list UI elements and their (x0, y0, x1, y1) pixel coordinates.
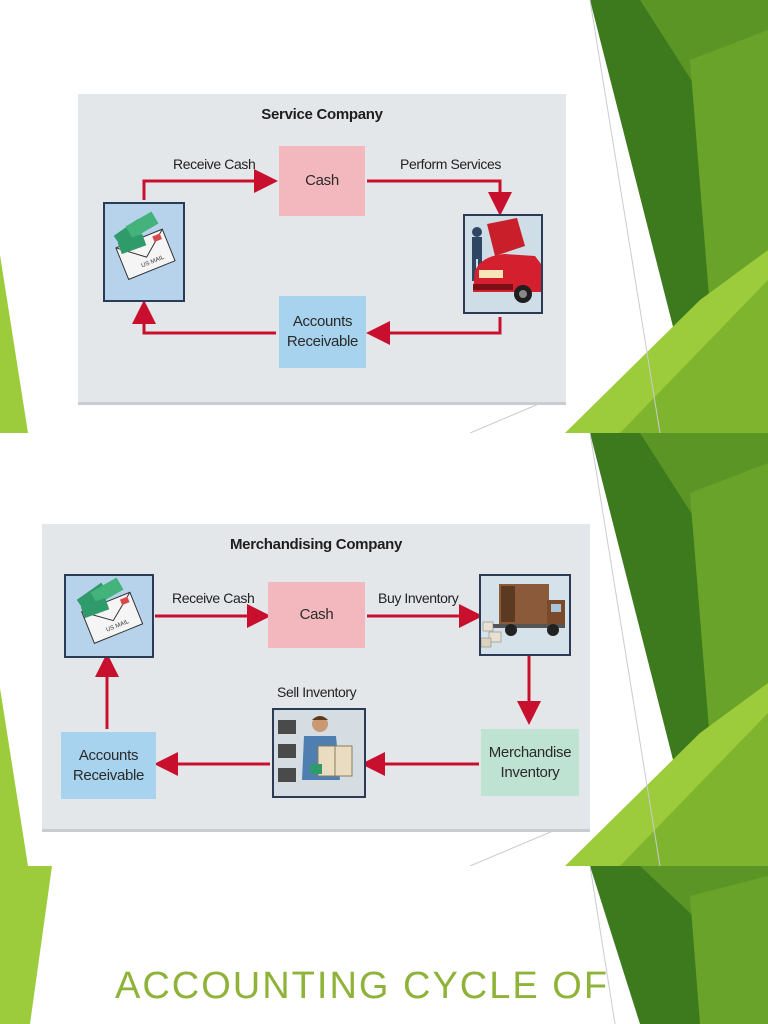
buy-inventory-label: Buy Inventory (378, 590, 459, 606)
delivery-truck-icon (479, 574, 571, 656)
accounts-receivable-line1: Accounts (78, 746, 139, 764)
receive-cash-label: Receive Cash (173, 156, 256, 172)
service-flow-arrows (132, 169, 512, 345)
merchandise-inventory-line2: Inventory (500, 763, 560, 781)
worker-box-icon (272, 708, 366, 798)
receive-cash-label: Receive Cash (172, 590, 255, 606)
merchandise-inventory-line1: Merchandise (488, 743, 572, 761)
slide-decoration (0, 0, 768, 433)
panel-title: Merchandising Company (229, 536, 403, 553)
accounts-receivable-box: Accounts Receivable (279, 296, 366, 368)
mechanic-car-icon (463, 214, 543, 314)
cash-box: Cash (268, 582, 365, 648)
accounts-receivable-line1: Accounts (292, 313, 353, 330)
cash-label: Cash (299, 606, 334, 623)
slide-decoration (0, 866, 768, 1024)
envelope-cash-icon: US MAIL (103, 202, 185, 302)
slide-merchandising: Merchandising Company Receive Cash Buy I… (0, 433, 768, 866)
merchandise-inventory-box: Merchandise Inventory (481, 729, 579, 796)
cash-label: Cash (305, 172, 339, 189)
cash-box: Cash (279, 146, 365, 216)
slide-service: Service Company Receive Cash Perform Ser… (0, 0, 768, 433)
sell-inventory-label: Sell Inventory (277, 684, 357, 700)
service-diagram-panel: Service Company Receive Cash Perform Ser… (78, 94, 566, 405)
merchandising-diagram-panel: Merchandising Company Receive Cash Buy I… (42, 524, 590, 832)
slide-decoration (0, 433, 768, 866)
envelope-cash-icon: US MAIL (64, 574, 154, 658)
panel-title: Service Company (261, 106, 383, 123)
accounts-receivable-box: Accounts Receivable (61, 732, 156, 799)
perform-services-label: Perform Services (400, 156, 501, 172)
accounts-receivable-line2: Receivable (286, 333, 359, 350)
slide-heading: ACCOUNTING CYCLE OF (115, 965, 610, 1007)
slide-title (0, 866, 768, 1024)
accounts-receivable-line2: Receivable (72, 766, 145, 784)
merchandising-flow-arrows (95, 604, 541, 776)
